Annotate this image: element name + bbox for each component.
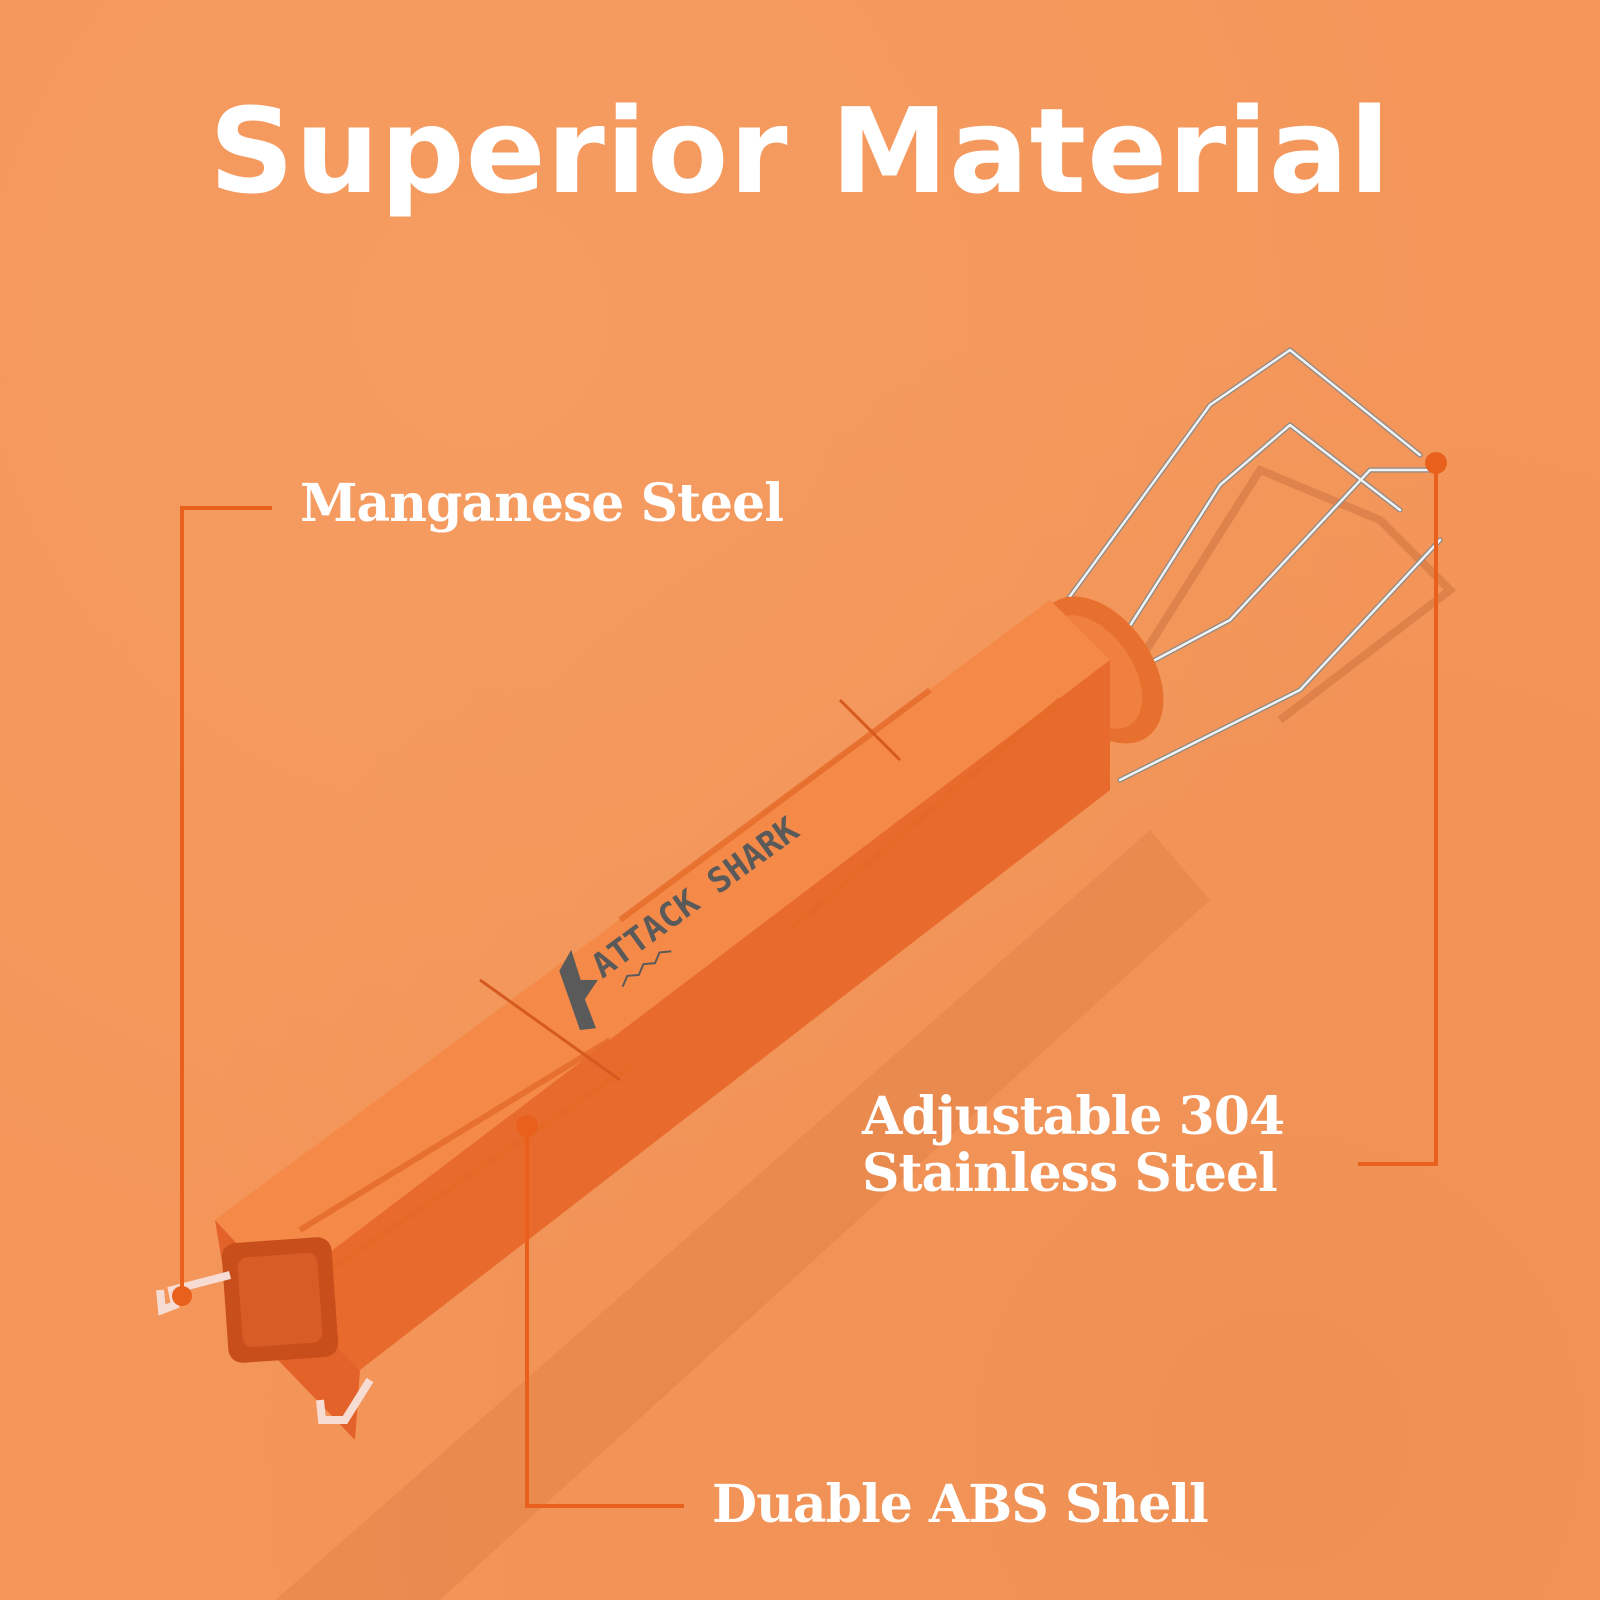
callout-dot-manganese	[172, 1286, 192, 1306]
callout-stainless-line1: Adjustable 304	[862, 1086, 1285, 1147]
callout-line-manganese	[180, 506, 272, 1296]
callout-abs-shell: Duable ABS Shell	[712, 1474, 1209, 1535]
page-title: Superior Material	[209, 82, 1391, 220]
callout-lines	[180, 463, 1438, 1508]
callout-line-abs	[525, 1126, 684, 1508]
callout-dot-abs	[516, 1115, 538, 1137]
callout-stainless-steel: Adjustable 304 Stainless Steel	[862, 1086, 1285, 1205]
manganese-clip-icon	[156, 1271, 232, 1316]
tool-body-top	[215, 600, 1110, 1290]
segment-seam	[479, 978, 621, 1082]
callout-manganese-steel: Manganese Steel	[300, 473, 784, 534]
shark-fin-icon	[559, 949, 598, 1030]
callout-line-stainless	[1358, 463, 1438, 1166]
callout-dots	[172, 452, 1447, 1306]
wire-shadow	[1136, 465, 1457, 724]
stainless-wire-icon	[1057, 347, 1443, 783]
callout-dot-stainless	[1425, 452, 1447, 474]
callout-stainless-line2: Stainless Steel	[862, 1143, 1278, 1205]
tool-shadow	[275, 830, 1210, 1600]
